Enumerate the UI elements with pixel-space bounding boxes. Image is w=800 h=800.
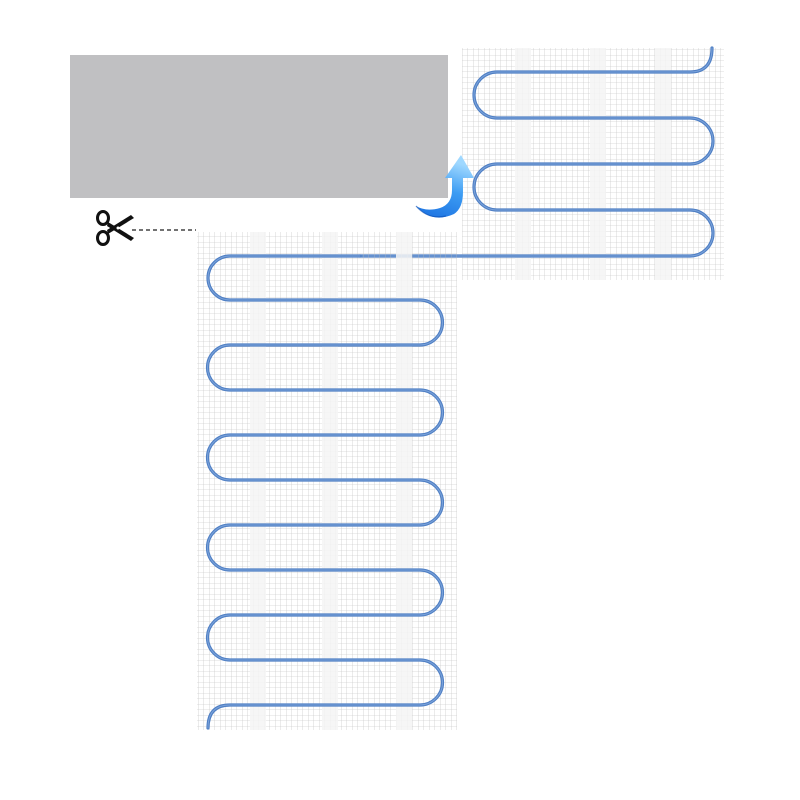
heating-cable-upper-highlight xyxy=(359,47,714,257)
curved-arrow-up-icon xyxy=(415,155,474,218)
mat-section-lower xyxy=(197,232,457,730)
heating-cable-lower-highlight xyxy=(207,255,443,729)
scissors-icon xyxy=(96,210,134,246)
mat-section-upper xyxy=(358,46,724,280)
obstacle-area xyxy=(70,55,448,198)
